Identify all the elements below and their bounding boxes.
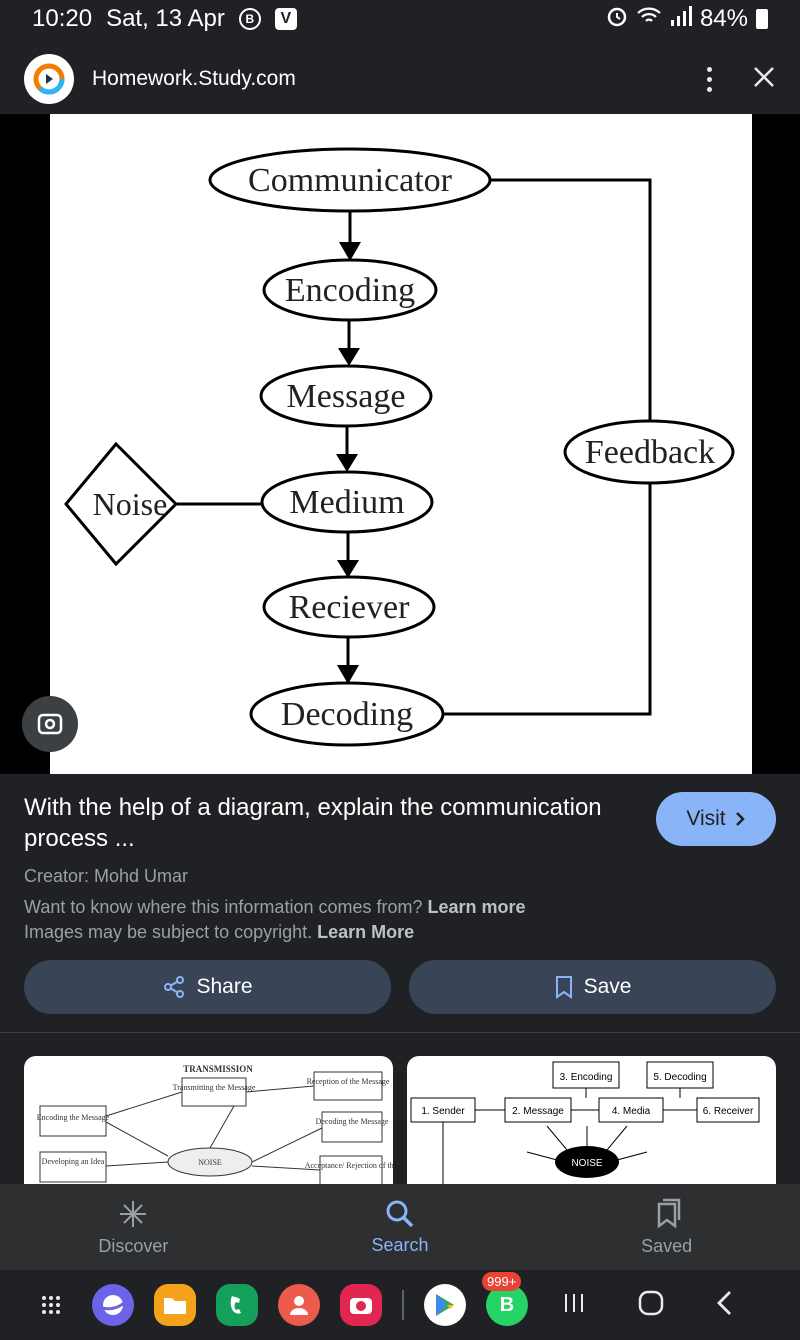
app-dock: B 999+ [0,1270,800,1340]
dock-separator [402,1290,404,1320]
battery-icon [756,9,768,29]
communicator-label: Communicator [248,162,453,199]
date: Sat, 13 Apr [106,5,225,32]
close-icon[interactable] [752,65,776,94]
encoding-message-label: Encoding the Message [37,1113,110,1122]
signal-icon [670,5,692,33]
whatsapp-business-icon[interactable]: B 999+ [482,1272,528,1326]
result-info: With the help of a diagram, explain the … [0,774,800,943]
save-button[interactable]: Save [409,960,776,1014]
creator-text: Creator: Mohd Umar [24,866,189,886]
developing-idea-label: Developing an Idea [42,1157,105,1166]
search-icon [386,1200,414,1227]
v-notification-icon: V [274,8,297,30]
decoding-step: 5. Decoding [653,1072,706,1083]
visit-button[interactable]: Visit [656,792,776,846]
noise-label-thumb1: NOISE [198,1158,222,1167]
communication-diagram: Communicator Encoding Message Medium Rec… [50,114,752,774]
status-bar: 10:20 Sat, 13 Apr B V 84% [0,0,800,38]
notification-badge: 999+ [482,1272,522,1291]
play-store-icon[interactable] [424,1284,466,1326]
message-step: 2. Message [512,1106,564,1117]
nav-saved[interactable]: Saved [533,1184,800,1270]
chevron-right-icon [735,812,745,826]
transmission-heading: TRANSMISSION [183,1064,253,1074]
site-title: Homework.Study.com [92,67,296,90]
alarm-icon [606,5,628,34]
noise-label-thumb2: NOISE [571,1158,602,1169]
reception-label: Reception of the Message [307,1077,390,1086]
acceptance-label: Acceptance/ Rejection of the [305,1161,393,1170]
site-logo-icon [24,54,74,104]
decoding-label: Decoding [281,696,413,733]
discover-icon [120,1200,147,1227]
internet-browser-icon[interactable] [92,1284,134,1326]
nav-search[interactable]: Search [267,1184,534,1270]
nav-saved-label: Saved [641,1235,693,1256]
nav-discover[interactable]: Discover [0,1184,267,1270]
app-drawer-icon[interactable] [30,1284,72,1326]
reciever-label: Reciever [289,589,410,626]
contacts-icon[interactable] [278,1284,320,1326]
nav-discover-label: Discover [98,1235,169,1256]
related-image-1[interactable]: TRANSMISSION Transmitting the Message Re… [24,1056,393,1186]
related-images: TRANSMISSION Transmitting the Message Re… [24,1056,776,1186]
feedback-label: Feedback [585,434,715,471]
divider [0,1032,800,1033]
share-label: Share [196,975,253,998]
camera-icon[interactable] [340,1284,382,1326]
action-buttons: Share Save [24,960,776,1014]
phone-icon[interactable] [216,1284,258,1326]
learn-more-link[interactable]: Learn more [427,897,526,917]
result-title[interactable]: With the help of a diagram, explain the … [24,794,602,852]
receiver-step: 6. Receiver [703,1106,754,1117]
visit-label: Visit [686,807,726,830]
noise-node [64,441,179,567]
medium-label: Medium [289,484,404,521]
copyright-text: Images may be subject to copyright. [24,922,313,942]
share-icon [164,976,185,998]
sender-step: 1. Sender [421,1106,465,1117]
wifi-icon [636,5,662,33]
share-button[interactable]: Share [24,960,391,1014]
more-options-icon[interactable] [707,66,712,92]
info-text: Want to know where this information come… [24,897,423,917]
media-step: 4. Media [612,1106,651,1117]
b-notification-icon: B [238,8,261,30]
files-icon[interactable] [154,1284,196,1326]
saved-icon [657,1198,680,1228]
info-source-line: Want to know where this information come… [24,897,776,918]
bookmark-icon [555,976,572,999]
encoding-label: Encoding [285,272,415,309]
copyright-learn-more-link[interactable]: Learn More [317,922,415,942]
bottom-navigation: Discover Search Saved [0,1184,800,1270]
clock: 10:20 [32,5,93,32]
encoding-step: 3. Encoding [560,1072,613,1083]
related-image-2[interactable]: 3. Encoding 5. Decoding 1. Sender 2. Mes… [407,1056,776,1186]
top-bar: Homework.Study.com [0,44,800,114]
back-icon[interactable] [716,1290,734,1321]
image-preview[interactable]: Communicator Encoding Message Medium Rec… [0,114,800,774]
noise-label: Noise [93,486,168,522]
save-label: Save [583,975,632,998]
home-icon[interactable] [638,1290,664,1321]
message-label: Message [287,378,406,415]
lens-search-button[interactable] [22,696,78,752]
copyright-line: Images may be subject to copyright. Lear… [24,922,776,943]
decoding-message-label: Decoding the Message [316,1117,389,1126]
transmitting-label: Transmitting the Message [173,1083,256,1092]
recents-icon[interactable] [562,1291,586,1320]
battery-percent: 84% [699,5,748,32]
nav-search-label: Search [371,1234,429,1255]
camera-search-icon [37,713,63,735]
